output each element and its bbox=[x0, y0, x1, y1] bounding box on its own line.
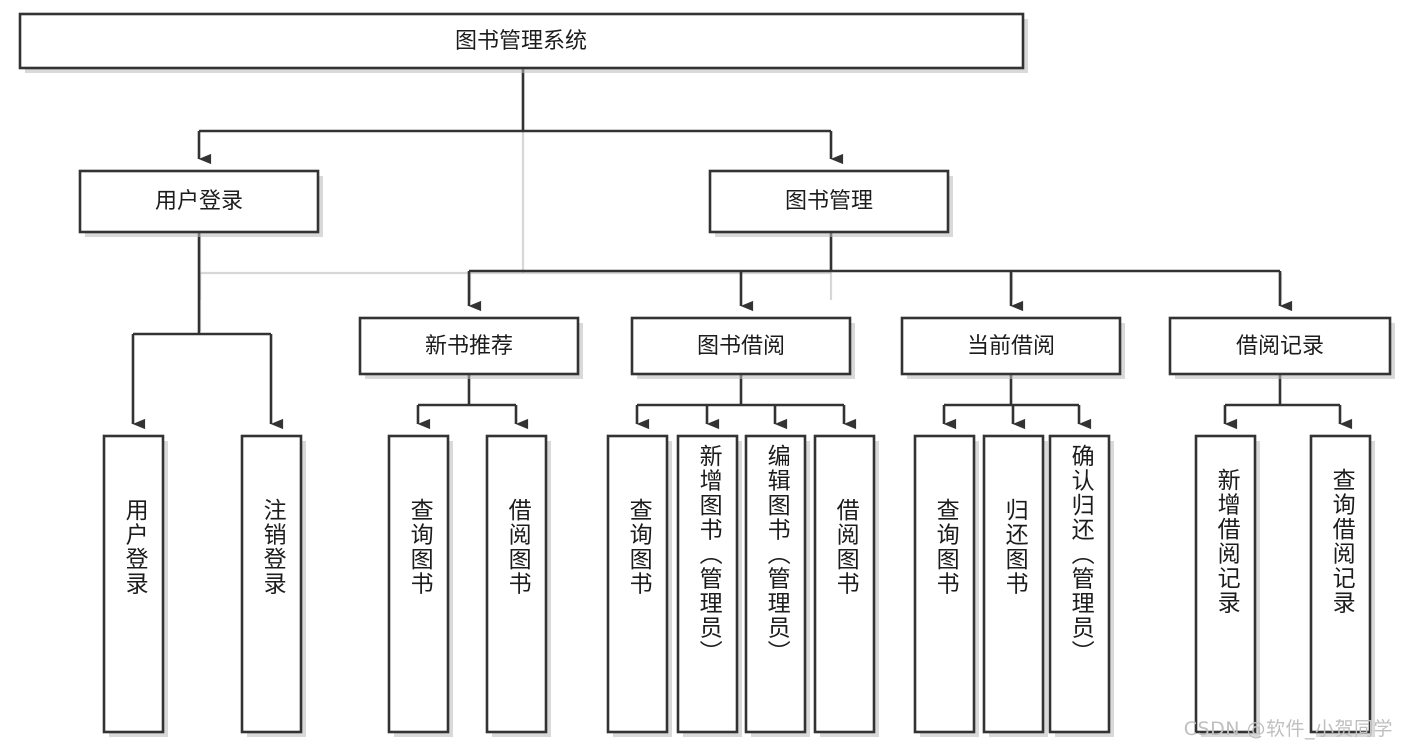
node-book-management-label: 图书管理 bbox=[785, 189, 873, 214]
node-borrow-record[interactable]: 借阅记录 bbox=[1168, 316, 1395, 379]
leaf-node-add-borrow-record[interactable] bbox=[1194, 434, 1260, 737]
connector-root-to-level2 bbox=[197, 68, 844, 165]
node-root[interactable]: 图书管理系统 bbox=[18, 12, 1028, 73]
leaf-node-logout[interactable] bbox=[240, 434, 306, 737]
leaf-node-query-book-1[interactable] bbox=[387, 434, 453, 737]
node-user-login[interactable]: 用户登录 bbox=[78, 169, 323, 237]
connector-userlogin-to-leaves bbox=[131, 232, 284, 430]
leaf-node-confirm-return-admin[interactable] bbox=[1048, 434, 1114, 737]
connector-bookmgmt-to-level3 bbox=[467, 232, 1293, 312]
leaf-node-edit-book-admin[interactable] bbox=[744, 434, 810, 737]
connector-bookborrow-to-leaves bbox=[635, 374, 857, 430]
node-current-borrow[interactable]: 当前借阅 bbox=[900, 316, 1125, 379]
connector-newbook-to-leaves bbox=[416, 374, 529, 430]
leaf-node-query-borrow-record[interactable] bbox=[1309, 434, 1375, 737]
leaf-node-query-book-2[interactable] bbox=[606, 434, 672, 737]
node-current-borrow-label: 当前借阅 bbox=[967, 334, 1055, 359]
leaf-node-borrow-book-1[interactable] bbox=[485, 434, 551, 737]
node-new-book-recommend[interactable]: 新书推荐 bbox=[358, 316, 583, 379]
leaf-node-return-book[interactable] bbox=[982, 434, 1048, 737]
leaf-node-user-login[interactable] bbox=[102, 434, 168, 737]
leaf-node-borrow-book-2[interactable] bbox=[813, 434, 879, 737]
node-borrow-record-label: 借阅记录 bbox=[1236, 334, 1324, 359]
node-book-borrow[interactable]: 图书借阅 bbox=[630, 316, 855, 379]
connector-currentborrow-to-leaves bbox=[942, 374, 1092, 430]
connector-borrowrecord-to-leaves bbox=[1223, 374, 1353, 430]
node-user-login-label: 用户登录 bbox=[155, 189, 243, 214]
node-book-management[interactable]: 图书管理 bbox=[708, 169, 953, 237]
leaf-node-add-book-admin[interactable] bbox=[676, 434, 742, 737]
node-new-book-recommend-label: 新书推荐 bbox=[425, 334, 513, 359]
node-book-borrow-label: 图书借阅 bbox=[697, 334, 785, 359]
node-root-label: 图书管理系统 bbox=[455, 29, 587, 54]
leaf-node-query-book-3[interactable] bbox=[913, 434, 979, 737]
csdn-watermark: CSDN @软件_小贺同学 bbox=[1183, 718, 1393, 740]
